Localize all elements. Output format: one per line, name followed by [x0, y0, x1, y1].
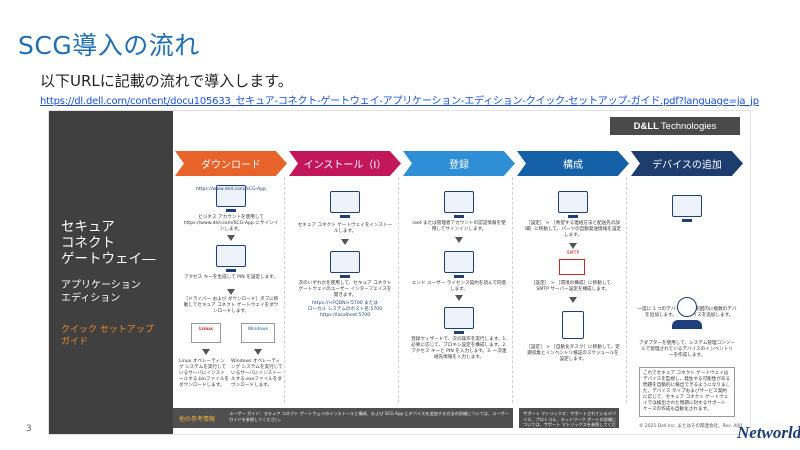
register-column: root または管理者アカウントの認証情報を使用してサインインします。 エンド … — [405, 177, 513, 403]
windows-download-note: Windows オペレーティング システムを実行しているサーバにインストールする… — [231, 359, 283, 388]
install-url-hostname: ローカル システムのホスト名:5700 — [307, 307, 383, 312]
download-step-access-key: アクセス キーを生成して PIN を設定します。 — [184, 275, 278, 280]
slide-title: SCG導入の流れ — [18, 31, 200, 60]
arrow-down-icon — [341, 239, 349, 245]
schedule-clipboard-icon — [562, 311, 584, 339]
wizard-monitor-icon — [444, 307, 474, 334]
configure-step-schedule: ［設定］ > ［自動化タスク］に移動して、定期収集とインベントリ検証のスケジュー… — [526, 345, 620, 362]
arrow-down-icon — [569, 243, 577, 249]
additional-resources-label: 他の参考情報 — [179, 416, 216, 423]
register-step-eula: エンド ユーザー ライセンス契約を読んで同意します。 — [411, 281, 507, 292]
stage-add-devices: デバイスの追加 — [631, 151, 743, 176]
configure-column: ［設定］ > ［希望する連絡方法と配送先の詳細］に移動して、パーツの自動発送情報… — [519, 177, 627, 403]
configure-step-shipping: ［設定］ > ［希望する連絡方法と配送先の詳細］に移動して、パーツの自動発送情報… — [525, 221, 622, 238]
download-column: https://www.dell.com/SCG-App ビジネス アカウントを… — [177, 177, 285, 403]
devices-step-single: 一度に 1 つのデバイスを追加します。 — [637, 307, 685, 318]
access-key-icon — [216, 245, 246, 272]
devices-step-ip-range: IP 範囲内に複数のデバイスを追加します。 — [689, 307, 737, 318]
install-step-install: セキュア コネクト ゲートウェイをインストールします。 — [297, 223, 393, 234]
user-guide-note: ユーザー ガイド：セキュア コネクト ゲートウェイのインストールと構成、および … — [229, 411, 509, 422]
stage-configure: 構成 — [517, 151, 629, 176]
guide-type: クイック セットアップ ガイド — [61, 324, 154, 348]
smtp-label: SMTP — [566, 251, 580, 256]
linux-download-note: Linux オペレーティング システムを実行しているサーバにインストールする.b… — [179, 359, 229, 388]
slide-subtitle: 以下URLに記載の流れで導入します。 — [40, 72, 293, 90]
networld-logo: Networld — [737, 423, 800, 442]
copyright-text: © 2021 Dell Inc. またはその関連会社。Rev. A00 — [639, 424, 743, 429]
install-url-fqdn: https://<FQDN>:5700 または — [312, 301, 378, 306]
arrow-down-icon — [569, 297, 577, 303]
register-step-signin: root または管理者アカウントの認証情報を使用してサインインします。 — [412, 221, 506, 232]
linux-badge: Linux — [191, 323, 221, 343]
register-step-wizard: 登録ウィザードで、次の操作を実行します。1. 必要に応じて、プロキシ設定を構成し… — [411, 337, 507, 360]
guide-title-line-2: コネクト — [61, 235, 115, 251]
guide-edition-line-1: アプリケーション — [61, 280, 141, 291]
install-monitor-icon — [330, 191, 360, 218]
arrow-down-icon — [227, 289, 235, 295]
stage-download: ダウンロード — [175, 151, 287, 176]
page-number: 3 — [26, 424, 32, 434]
device-monitor-icon — [672, 195, 702, 222]
devices-step-adapter: アダプターを使用して、システム管理コンソールで管理されているデバイスのインベント… — [639, 341, 735, 358]
additional-resources-bar: 他の参考情報 ユーザー ガイド：セキュア コネクト ゲートウェイのインストールと… — [173, 408, 513, 428]
arrow-down-icon — [455, 295, 463, 301]
eula-monitor-icon — [444, 251, 474, 278]
ui-monitor-icon — [330, 251, 360, 278]
quick-setup-guide-figure: セキュア コネクト ゲートウェイ― アプリケーション エディション クイック セ… — [48, 110, 751, 435]
mail-icon — [559, 259, 585, 275]
support-matrix-bar: サポート マトリックス：サポートされているデバイス、プロトコル、ネットワーク ポ… — [519, 408, 619, 433]
configure-step-smtp: ［設定］ > ［環境の構成］に移動して、SMTP サーバー設定を構成します。 — [530, 281, 616, 292]
install-url-localhost: https://localhost:5700 — [319, 313, 371, 318]
browser-icon — [216, 185, 246, 212]
guide-title-line-3: ゲートウェイ― — [61, 251, 156, 267]
install-column: セキュア コネクト ゲートウェイをインストールします。 次のいずれかを使用して、… — [291, 177, 399, 403]
quick-setup-guide-link[interactable]: https://dl.dell.com/content/docu105633_セ… — [40, 96, 759, 107]
dell-technologies-logo: D&LL Technologies — [610, 117, 740, 135]
download-step-drivers: ［ドライバー および ダウンロード］タブに移動してセキュア コネクト ゲートウェ… — [183, 297, 279, 314]
guide-title-panel: セキュア コネクト ゲートウェイ― アプリケーション エディション クイック セ… — [49, 111, 173, 434]
add-devices-column: 一度に 1 つのデバイスを追加します。 IP 範囲内に複数のデバイスを追加します… — [633, 177, 741, 417]
windows-badge: Windows — [241, 323, 275, 343]
guide-edition: アプリケーション エディション — [61, 279, 141, 305]
user-icon — [672, 297, 702, 329]
stage-install: インストール（I） — [289, 151, 401, 176]
guide-title-line-1: セキュア — [61, 219, 115, 235]
stage-register: 登録 — [403, 151, 515, 176]
signin-monitor-icon — [444, 191, 474, 218]
guide-title: セキュア コネクト ゲートウェイ― — [61, 219, 156, 267]
devices-monitoring-note: これでセキュア コネクト ゲートウェイはデバイスを監視し、発生する可能性がある問… — [639, 367, 735, 417]
guide-edition-line-2: エディション — [61, 293, 121, 304]
guide-type-line-1: クイック セットアップ — [61, 325, 154, 335]
download-step-signin: ビジネス アカウントを使用して https://www.dell.com/SCG… — [183, 215, 279, 232]
dell-logo-text: Technologies — [660, 120, 717, 132]
install-step-open-ui: 次のいずれかを使用して、セキュア コネクト ゲートウェイのユーザー インターフェ… — [298, 281, 392, 298]
arrow-down-icon — [455, 237, 463, 243]
scg-app-url: https://www.dell.com/SCG-App — [195, 187, 267, 192]
support-matrix-note: サポート マトリックス：サポートされているデバイス、プロトコル、ネットワーク ポ… — [523, 411, 617, 433]
shipping-monitor-icon — [558, 191, 588, 218]
guide-type-line-2: ガイド — [61, 337, 89, 347]
arrow-down-icon — [202, 349, 210, 355]
arrow-down-icon — [254, 349, 262, 355]
dell-logo-mark: D&LL — [633, 120, 659, 132]
arrow-down-icon — [227, 235, 235, 241]
